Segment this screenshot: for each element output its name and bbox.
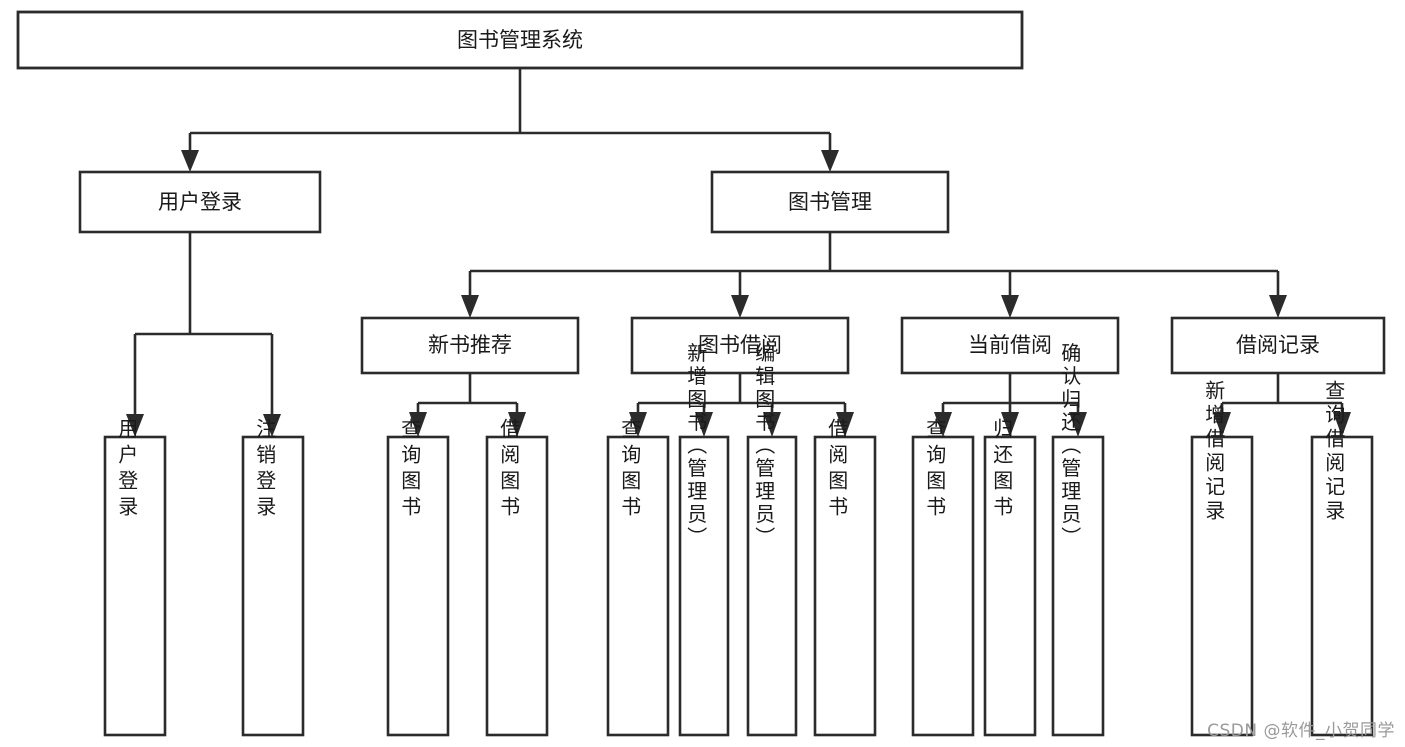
node-book-borrow-box: [630, 316, 850, 375]
leaf-borrow-book-1-box: [485, 435, 549, 737]
node-root[interactable]: 图书管理系统: [16, 10, 1024, 70]
leaf-add-book-box: [678, 435, 730, 737]
leaf-add-record-box: [1190, 435, 1254, 737]
node-book-management[interactable]: 图书管理: [710, 170, 950, 234]
arrow-to-user-login: [181, 150, 199, 172]
node-book-borrow-label: 图书借阅: [698, 333, 782, 357]
leaf-borrow-book-2-label: 借阅图书: [825, 418, 849, 522]
leaf-query-book-2-label: 查询图书: [618, 418, 642, 522]
leaf-query-record-box: [1310, 435, 1374, 737]
node-borrow-records-label: 借阅记录: [1236, 333, 1320, 357]
leaf-add-book[interactable]: 新增图书（管理员）: [678, 342, 730, 737]
arrow-to-leaf-query-book-1: [409, 412, 427, 437]
leaf-return-book[interactable]: 归还图书: [983, 418, 1037, 737]
leaf-query-book-3[interactable]: 查询图书: [911, 418, 975, 737]
leaf-query-book-2[interactable]: 查询图书: [606, 418, 670, 737]
leaf-add-book-label: 新增图书（管理员）: [684, 342, 708, 549]
node-current-borrow[interactable]: 当前借阅: [900, 316, 1120, 375]
node-new-book-recommend-box: [360, 316, 580, 375]
node-root-box: [16, 10, 1024, 70]
arrow-to-new-rec: [461, 295, 479, 318]
leaf-query-book-2-box: [606, 435, 670, 737]
node-book-borrow[interactable]: 图书借阅: [630, 316, 850, 375]
leaf-add-record-label: 新增借阅记录: [1202, 380, 1226, 524]
arrow-to-leaf-borrow-book-2: [836, 412, 854, 437]
leaf-borrow-book-1[interactable]: 借阅图书: [485, 418, 549, 737]
leaf-edit-book[interactable]: 编辑图书（管理员）: [746, 342, 798, 737]
leaf-query-book-3-label: 查询图书: [923, 418, 947, 522]
node-new-book-recommend[interactable]: 新书推荐: [360, 316, 580, 375]
leaf-logout-label: 注销登录: [253, 418, 277, 522]
leaf-return-book-label: 归还图书: [990, 418, 1014, 522]
node-current-borrow-label: 当前借阅: [968, 333, 1052, 357]
node-borrow-records[interactable]: 借阅记录: [1170, 316, 1386, 375]
leaf-borrow-book-2[interactable]: 借阅图书: [813, 418, 877, 737]
node-user-login[interactable]: 用户登录: [78, 170, 322, 234]
leaf-user-login-box: [103, 435, 167, 737]
leaf-edit-book-box: [746, 435, 798, 737]
node-book-management-label: 图书管理: [788, 190, 872, 214]
leaf-query-book-1[interactable]: 查询图书: [386, 418, 450, 737]
arrow-to-leaf-confirm-return: [1069, 412, 1087, 437]
leaf-logout[interactable]: 注销登录: [241, 418, 305, 737]
leaf-confirm-return-box: [1051, 435, 1105, 737]
arrow-to-leaf-add-book: [695, 412, 713, 437]
node-borrow-records-box: [1170, 316, 1386, 375]
node-new-book-recommend-label: 新书推荐: [428, 333, 512, 357]
arrow-to-leaf-return-book: [1001, 412, 1019, 437]
leaf-query-record-label: 查询借阅记录: [1322, 380, 1346, 524]
node-book-management-box: [710, 170, 950, 234]
arrow-to-leaf-add-record: [1213, 412, 1231, 437]
connector-layer: [126, 68, 1351, 437]
arrow-to-leaf-query-book-2: [629, 412, 647, 437]
leaf-borrow-book-1-label: 借阅图书: [497, 418, 521, 522]
leaf-user-login-label: 用户登录: [115, 418, 139, 522]
leaf-edit-book-label: 编辑图书（管理员）: [752, 342, 776, 549]
leaf-borrow-book-2-box: [813, 435, 877, 737]
arrow-to-leaf-borrow-book-1: [508, 412, 526, 437]
arrow-to-leaf-user-login: [126, 414, 144, 437]
leaf-logout-box: [241, 435, 305, 737]
node-current-borrow-box: [900, 316, 1120, 375]
leaf-query-record[interactable]: 查询借阅记录: [1310, 380, 1374, 737]
arrow-to-leaf-edit-book: [763, 412, 781, 437]
arrow-to-current: [1001, 295, 1019, 318]
node-user-login-label: 用户登录: [158, 190, 242, 214]
leaf-add-record[interactable]: 新增借阅记录: [1190, 380, 1254, 737]
node-user-login-box: [78, 170, 322, 234]
arrow-to-leaf-logout: [263, 414, 281, 437]
node-root-label: 图书管理系统: [457, 28, 583, 52]
arrow-to-book-mgmt: [821, 150, 839, 172]
leaf-confirm-return[interactable]: 确认归还（管理员）: [1051, 342, 1105, 737]
leaf-query-book-1-label: 查询图书: [398, 418, 422, 522]
leaf-query-book-3-box: [911, 435, 975, 737]
arrow-to-records: [1269, 295, 1287, 318]
arrow-to-leaf-query-book-3: [934, 412, 952, 437]
leaf-user-login[interactable]: 用户登录: [103, 418, 167, 737]
leaf-return-book-box: [983, 435, 1037, 737]
arrow-to-borrow: [731, 295, 749, 318]
leaf-confirm-return-label: 确认归还（管理员）: [1058, 342, 1082, 549]
arrow-to-leaf-query-record: [1333, 412, 1351, 437]
leaf-query-book-1-box: [386, 435, 450, 737]
